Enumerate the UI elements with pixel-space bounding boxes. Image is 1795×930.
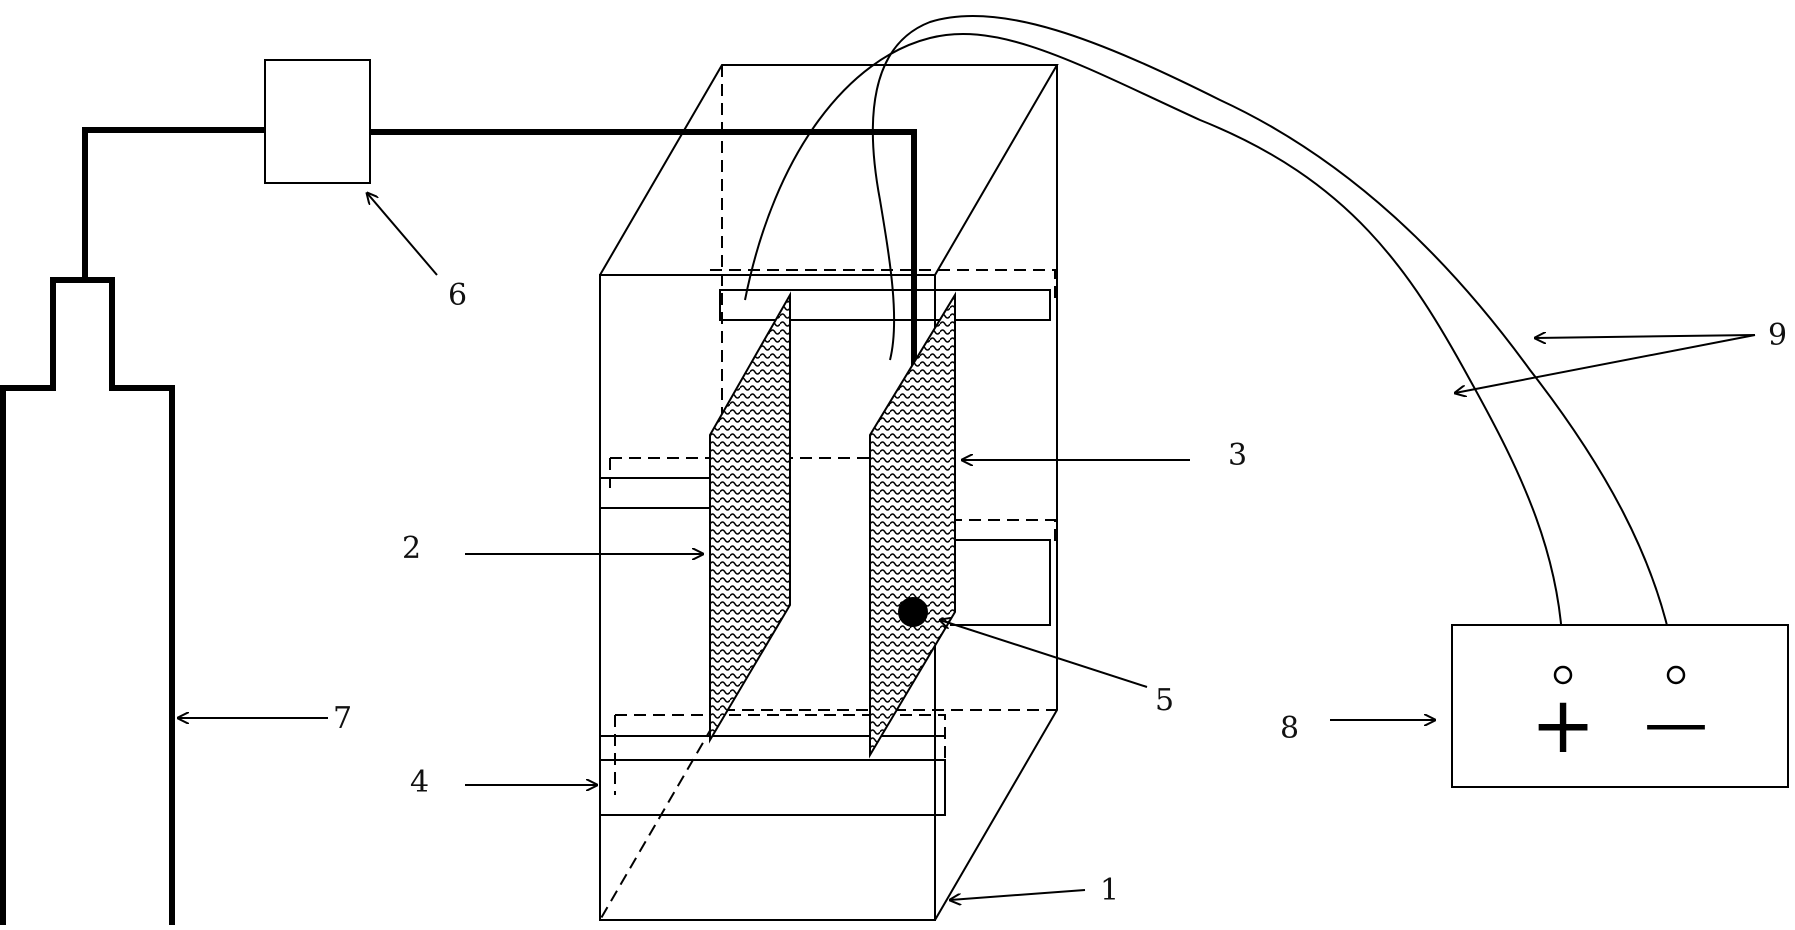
negative-terminal	[1666, 665, 1686, 685]
label-5: 5	[1155, 683, 1174, 718]
label-4: 4	[410, 765, 429, 800]
label-6: 6	[448, 278, 467, 313]
label-3: 3	[1228, 438, 1247, 473]
dc-power-supply: + —	[1451, 624, 1789, 788]
electrode-left	[709, 291, 791, 744]
minus-sign: —	[1644, 687, 1708, 761]
electrode-right	[869, 291, 956, 759]
label-7: 7	[333, 701, 352, 736]
label-9: 9	[1768, 318, 1787, 353]
label-1: 1	[1100, 873, 1119, 908]
label-8: 8	[1280, 711, 1299, 746]
label-2: 2	[402, 531, 421, 566]
electrode-holders	[599, 269, 1056, 816]
flow-regulator	[264, 59, 371, 184]
electrolysis-tank	[599, 64, 1059, 921]
wires	[744, 14, 1677, 671]
gas-cylinder	[0, 277, 175, 925]
leader-arrows	[178, 193, 1756, 900]
gas-outlet	[898, 597, 928, 627]
plus-sign: +	[1530, 681, 1595, 771]
positive-terminal	[1553, 665, 1573, 685]
